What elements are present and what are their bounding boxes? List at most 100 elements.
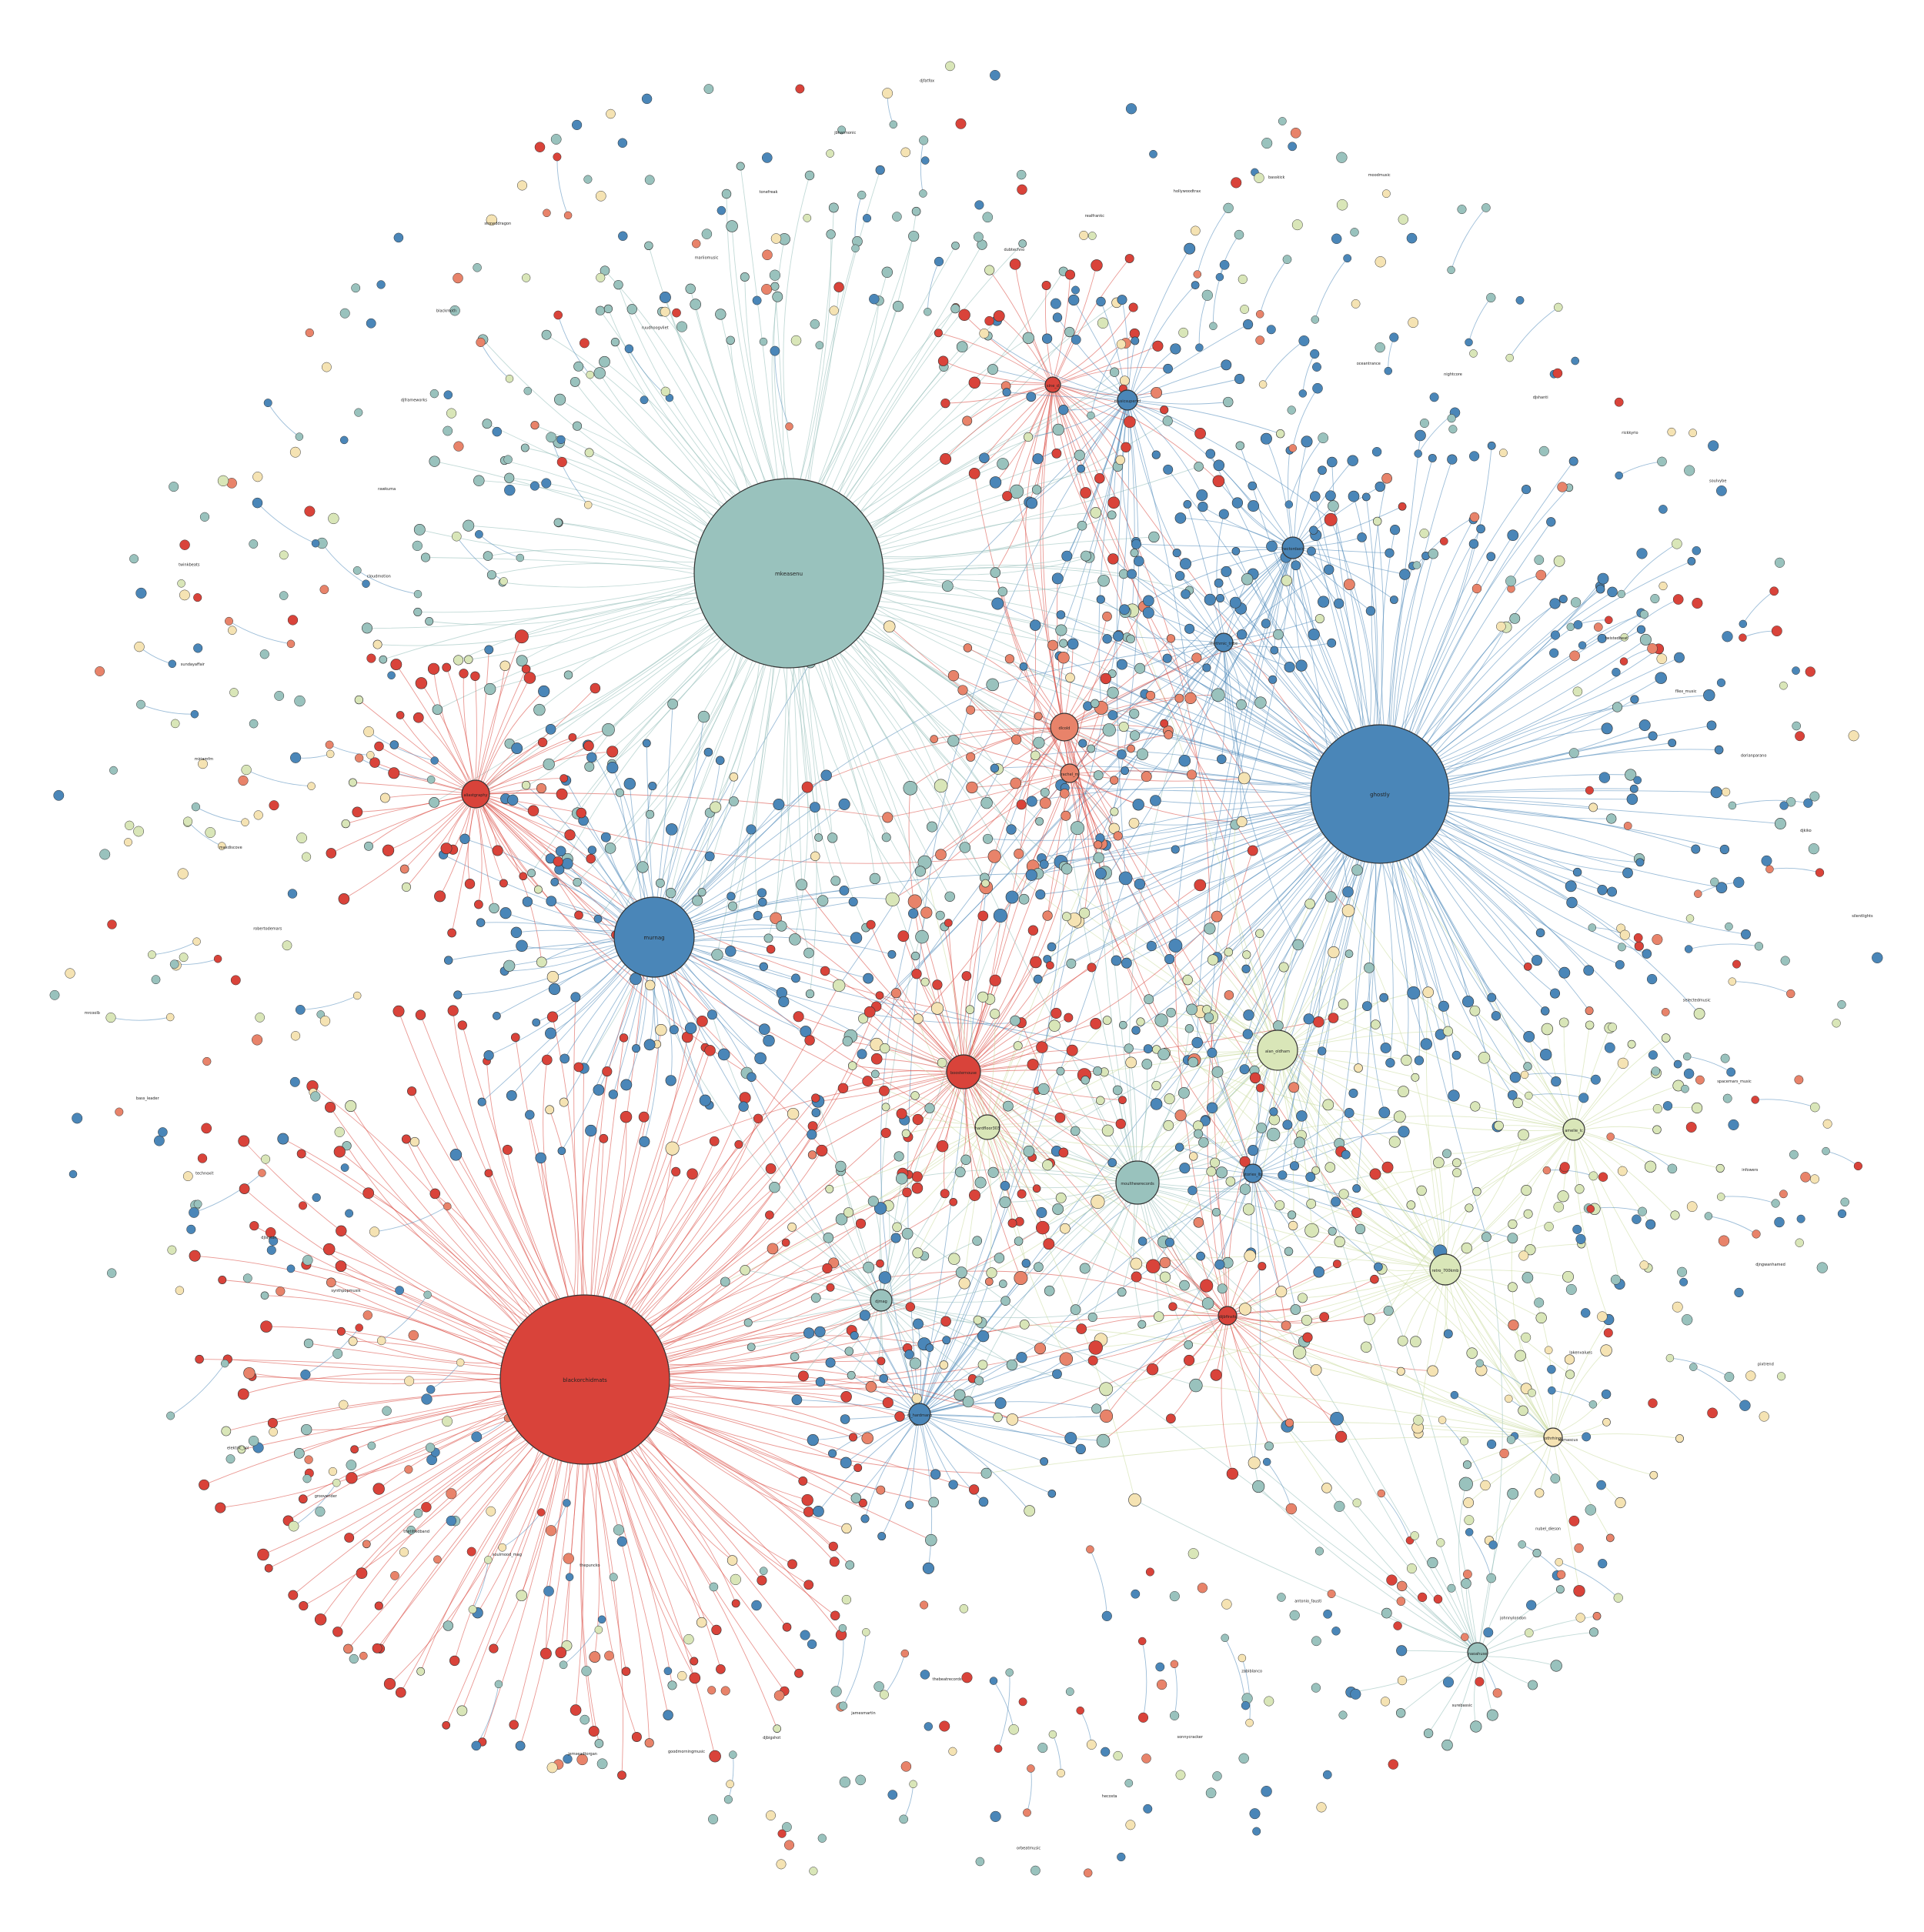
- hub-node-dijbfinsfo[interactable]: [1218, 1306, 1238, 1326]
- hub-node-djmag[interactable]: [870, 1289, 893, 1312]
- peripheral-node: [238, 775, 249, 786]
- peripheral-node: [1336, 152, 1348, 163]
- hub-node-tothrhings[interactable]: [1543, 1427, 1563, 1447]
- leaf-node: [1406, 1200, 1416, 1210]
- hub-node-rhythmic_tribe[interactable]: [1214, 632, 1234, 652]
- fan-edge: [662, 976, 675, 1030]
- fan-edge: [521, 939, 615, 949]
- fan-edge: [1446, 1131, 1564, 1154]
- leaf-node: [848, 897, 858, 907]
- hub-node-aliastgraphy[interactable]: [461, 779, 490, 809]
- hub-node-moulthewrecords[interactable]: [1115, 1160, 1160, 1205]
- fan-edge: [1485, 1589, 1561, 1647]
- hub-node-murnag[interactable]: [613, 896, 695, 978]
- peripheral-node: [168, 659, 177, 669]
- leaf-node: [1164, 953, 1175, 965]
- peripheral-edge: [1198, 295, 1208, 348]
- leaf-node: [1288, 1210, 1297, 1220]
- fan-edge: [1064, 1193, 1120, 1230]
- fan-edge: [1072, 634, 1120, 765]
- leaf-node: [1196, 1251, 1205, 1261]
- leaf-node: [934, 329, 943, 338]
- peripheral-node: [1143, 1804, 1153, 1814]
- bridge-node: [1281, 1320, 1291, 1331]
- hub-node-amelie_lc[interactable]: [1562, 1118, 1585, 1141]
- cross-edge: [1152, 1173, 1254, 1266]
- leaf-node: [1159, 1271, 1171, 1283]
- hub-node-hardfloor303[interactable]: [974, 1114, 1000, 1140]
- peripheral-node: [1662, 1101, 1673, 1111]
- cross-edge: [1137, 1182, 1259, 1487]
- peripheral-node: [453, 441, 464, 452]
- leaf-node: [322, 1243, 336, 1256]
- peripheral-node: [287, 889, 298, 899]
- hub-node-musicsuperfcl[interactable]: [1117, 389, 1138, 411]
- leaf-node: [840, 1457, 852, 1469]
- hub-node-naoahuse[interactable]: [1467, 1642, 1488, 1663]
- hub-node-hectordasis[interactable]: [1281, 536, 1304, 559]
- fan-edge: [883, 566, 1190, 591]
- hub-label: aliastgraphy: [463, 793, 487, 798]
- peripheral-node: [761, 152, 773, 163]
- hub-node-blackorchidmats[interactable]: [499, 1294, 670, 1465]
- leaf-node: [826, 229, 836, 239]
- leaf-node: [1348, 490, 1360, 502]
- fan-edge: [268, 1423, 513, 1569]
- leaf-node: [1507, 529, 1519, 542]
- peripheral-edge: [1825, 1150, 1859, 1166]
- peripheral-node: [1556, 1570, 1566, 1580]
- leaf-node: [1181, 589, 1191, 599]
- hub-node-retro_700kmb[interactable]: [1429, 1253, 1461, 1286]
- hub-node-dj_hardmann[interactable]: [908, 1403, 931, 1426]
- leaf-node: [947, 735, 960, 747]
- leaf-node: [606, 746, 619, 758]
- fan-edge: [1047, 824, 1318, 959]
- hub-node-rachel_m[interactable]: [1060, 763, 1080, 783]
- peripheral-node: [1792, 666, 1800, 675]
- fan-edge: [1169, 836, 1326, 959]
- fan-edge: [1244, 856, 1350, 1069]
- fan-edge: [509, 944, 616, 966]
- peripheral-node: [1585, 786, 1594, 795]
- cross-edge: [1244, 1129, 1575, 1310]
- leaf-node: [1518, 1129, 1529, 1141]
- peripheral-node: [1722, 1093, 1732, 1103]
- peripheral-node: [919, 189, 927, 198]
- leaf-node: [1518, 1405, 1528, 1416]
- peripheral-node: [1375, 342, 1385, 353]
- peripheral-edge: [997, 1672, 1010, 1749]
- fan-edge: [1231, 569, 1329, 638]
- peripheral-node: [241, 764, 252, 776]
- cross-edge: [1252, 1173, 1261, 1463]
- fan-edge: [549, 1109, 576, 1296]
- leaf-node: [631, 1732, 642, 1742]
- fan-edge: [346, 796, 463, 825]
- hub-node-stories_lbl[interactable]: [1243, 1163, 1263, 1183]
- hub-node-sine_d[interactable]: [1044, 376, 1061, 393]
- leaf-node: [867, 1196, 879, 1207]
- leaf-node: [892, 1222, 902, 1233]
- fan-edge: [857, 637, 999, 769]
- hub-node-ghostly[interactable]: [1310, 724, 1450, 864]
- fan-edge: [669, 1381, 917, 1400]
- leaf-node: [350, 1445, 359, 1454]
- hub-node-dlcold[interactable]: [1050, 712, 1079, 742]
- leaf-node: [1160, 405, 1169, 415]
- hub-node-mkeasenu[interactable]: [693, 478, 884, 669]
- cross-edge: [475, 636, 523, 795]
- leaf-node: [1047, 1489, 1057, 1498]
- peripheral-node: [1331, 233, 1342, 245]
- leaf-node: [999, 1196, 1011, 1209]
- node-label: robertodemars: [253, 927, 282, 932]
- fan-edge: [299, 1400, 503, 1454]
- peripheral-node: [1419, 529, 1429, 539]
- leaf-node: [1226, 1467, 1239, 1480]
- fan-edge: [1583, 1085, 1678, 1126]
- fan-edge: [808, 1333, 912, 1408]
- peripheral-node: [1685, 1122, 1697, 1133]
- leaf-node: [1079, 1263, 1091, 1274]
- peripheral-node: [730, 1573, 741, 1586]
- hub-node-alan_oldham[interactable]: [1257, 1029, 1298, 1071]
- hub-node-boosternouse[interactable]: [946, 1054, 981, 1089]
- leaf-node: [1184, 623, 1195, 634]
